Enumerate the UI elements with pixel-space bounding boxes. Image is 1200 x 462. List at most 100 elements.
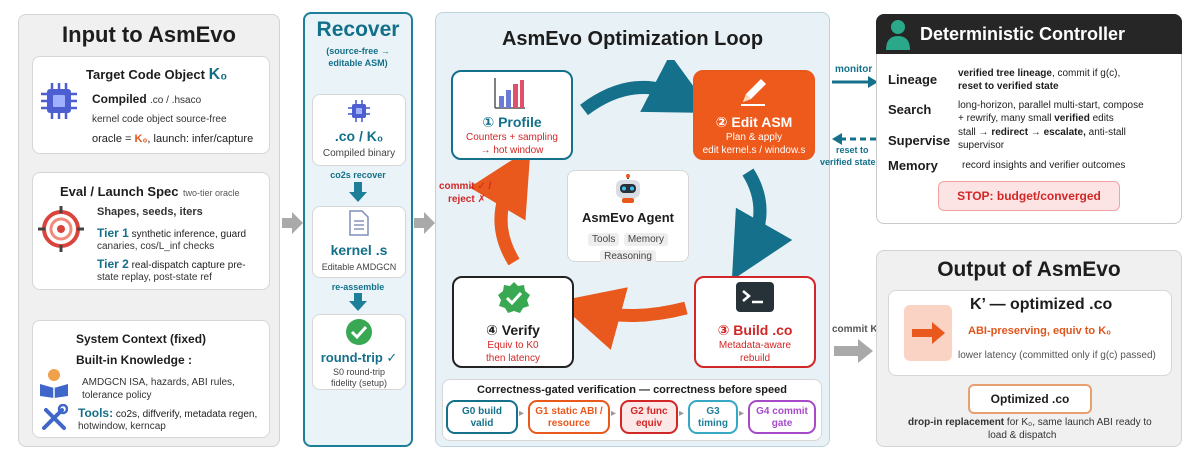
profile-sub-a: Counters + sampling — [466, 132, 558, 143]
lineage-line-a: verified tree lineage, commit if g(c), — [958, 68, 1121, 79]
search-line-a: long-horizon, parallel multi-start, comp… — [958, 100, 1144, 111]
tools-line-a: Tools: co2s, diffverify, metadata regen, — [78, 406, 258, 420]
knowledge-line-a: AMDGCN ISA, hazards, ABI rules, — [82, 377, 235, 388]
target-desc: kernel code object source-free — [92, 114, 227, 125]
edit-asm-node[interactable] — [693, 70, 815, 160]
down-arrow-2 — [349, 293, 367, 311]
reset-arrow — [832, 133, 878, 145]
tier1-line-a: Tier 1 synthetic inference, guard — [97, 226, 247, 240]
controller-header — [876, 14, 1182, 54]
agent-title: AsmEvo Agent — [582, 210, 674, 225]
controller-person-icon — [886, 20, 910, 50]
terminal-icon — [736, 282, 774, 312]
reject-label: reject ✗ — [448, 194, 486, 205]
reader-icon — [40, 369, 68, 398]
arrow-recover-to-loop — [414, 212, 435, 234]
co-k0-title: .co / K₀ — [334, 128, 384, 144]
arrow-input-to-recover — [282, 212, 303, 234]
tier1-line-b: canaries, cos/L_inf checks — [97, 241, 215, 252]
target-icon — [38, 206, 84, 252]
memory-line: record insights and verifier outcomes — [962, 160, 1126, 171]
tools-line-b: hotwindow, kerncap — [78, 421, 166, 432]
reset-label-b: verified state — [820, 157, 876, 167]
recover-title: Recover — [316, 18, 400, 41]
chip-tools: Tools — [588, 233, 620, 246]
edit-title: ② Edit ASM — [715, 114, 793, 130]
system-title: System Context (fixed) — [76, 332, 207, 346]
kernel-s-sub: Editable AMDGCN — [321, 262, 397, 272]
shapes-line: Shapes, seeds, iters — [97, 206, 203, 218]
tools-icon — [42, 404, 68, 430]
supervise-line-a: stall → redirect → escalate, anti-stall — [958, 127, 1126, 138]
down-arrow-1 — [349, 182, 367, 202]
reset-label-a: reset to — [836, 145, 869, 155]
chip-icon — [41, 83, 77, 119]
commit-label: commit ✓ / — [439, 181, 492, 192]
chip-memory: Memory — [623, 233, 668, 246]
eval-title: Eval / Launch Spec two-tier oracle — [60, 184, 240, 199]
knowledge-line-b: tolerance policy — [82, 390, 152, 401]
input-title: Input to AsmEvo — [62, 22, 236, 47]
document-icon — [349, 210, 369, 236]
build-title: ③ Build .co — [717, 322, 793, 338]
check-circle-icon — [346, 319, 372, 345]
tier2-line-a: Tier 2 real-dispatch capture pre- — [97, 257, 246, 271]
round-trip-title: round-trip ✓ — [320, 350, 398, 365]
right-arrow-icon — [912, 322, 945, 344]
binary-chip-icon — [348, 100, 370, 122]
gate-arrow-2: ▸ — [611, 408, 617, 419]
search-label: Search — [888, 102, 932, 117]
stop-badge[interactable] — [938, 181, 1120, 211]
edit-sub-a: Plan & apply — [725, 132, 783, 143]
gate-arrow-1: ▸ — [519, 408, 525, 419]
verify-badge-icon — [498, 282, 530, 313]
monitor-label: monitor — [835, 64, 873, 75]
abi-preserving: ABI-preserving, equiv to K₀ — [968, 325, 1112, 337]
agent-chip-row-2: Reasoning — [567, 246, 689, 264]
co-k0-sub: Compiled binary — [322, 148, 396, 159]
robot-icon — [616, 174, 640, 203]
supervise-line-b: supervisor — [958, 140, 1005, 151]
dropin-line-a: drop-in replacement for K₀, same launch … — [908, 417, 1152, 428]
verify-node[interactable] — [452, 276, 574, 368]
dropin-line-b: load & dispatch — [988, 430, 1057, 441]
gate-arrow-3: ▸ — [679, 408, 685, 419]
pencil-icon — [741, 79, 766, 106]
commit-k-label: commit K’ — [832, 324, 881, 335]
optimized-co-label: Optimized .co — [990, 392, 1070, 406]
k0-symbol: K₀ — [208, 66, 228, 83]
optimized-co-button[interactable] — [968, 384, 1092, 414]
step-reassemble: re-assemble — [331, 282, 385, 292]
gate-g1[interactable]: G1 static ABI /resource — [528, 400, 610, 434]
round-trip-sub-a: S0 round-trip — [332, 367, 386, 377]
target-code-card — [32, 56, 270, 154]
supervise-label: Supervise — [888, 133, 951, 148]
round-trip-sub-b: fidelity (setup) — [330, 378, 388, 388]
profile-sub-b: → hot window — [480, 145, 544, 156]
edit-sub-b: edit kernel.s / window.s — [702, 145, 806, 156]
chip-reasoning: Reasoning — [600, 250, 656, 263]
cycle-arrows — [469, 60, 793, 350]
verify-title: ④ Verify — [486, 322, 540, 338]
verify-sub-a: Equiv to K0 — [487, 340, 539, 351]
build-sub-a: Metadata-aware — [718, 340, 792, 351]
oracle-line: oracle = K₀, launch: infer/capture — [92, 133, 254, 145]
profile-node[interactable] — [451, 70, 573, 160]
profile-title: ① Profile — [482, 114, 542, 130]
gate-arrow-4: ▸ — [739, 408, 745, 419]
arrow-loop-to-output — [834, 339, 873, 363]
bar-chart-icon — [494, 78, 525, 109]
compiled-line: Compiled .co / .hsaco — [92, 92, 202, 106]
agent-chips-row: Tools Memory — [567, 229, 689, 247]
target-title: Target Code Object K₀ — [86, 66, 228, 83]
loop-title: AsmEvo Optimization Loop — [501, 28, 764, 50]
stop-text: STOP: budget/converged — [957, 189, 1101, 203]
controller-title: Deterministic Controller — [920, 24, 1126, 44]
search-line-b: + rewrify, many small verified edits — [958, 113, 1114, 124]
kernel-s-title: kernel .s — [330, 242, 388, 258]
output-title: Output of AsmEvo — [937, 258, 1121, 281]
